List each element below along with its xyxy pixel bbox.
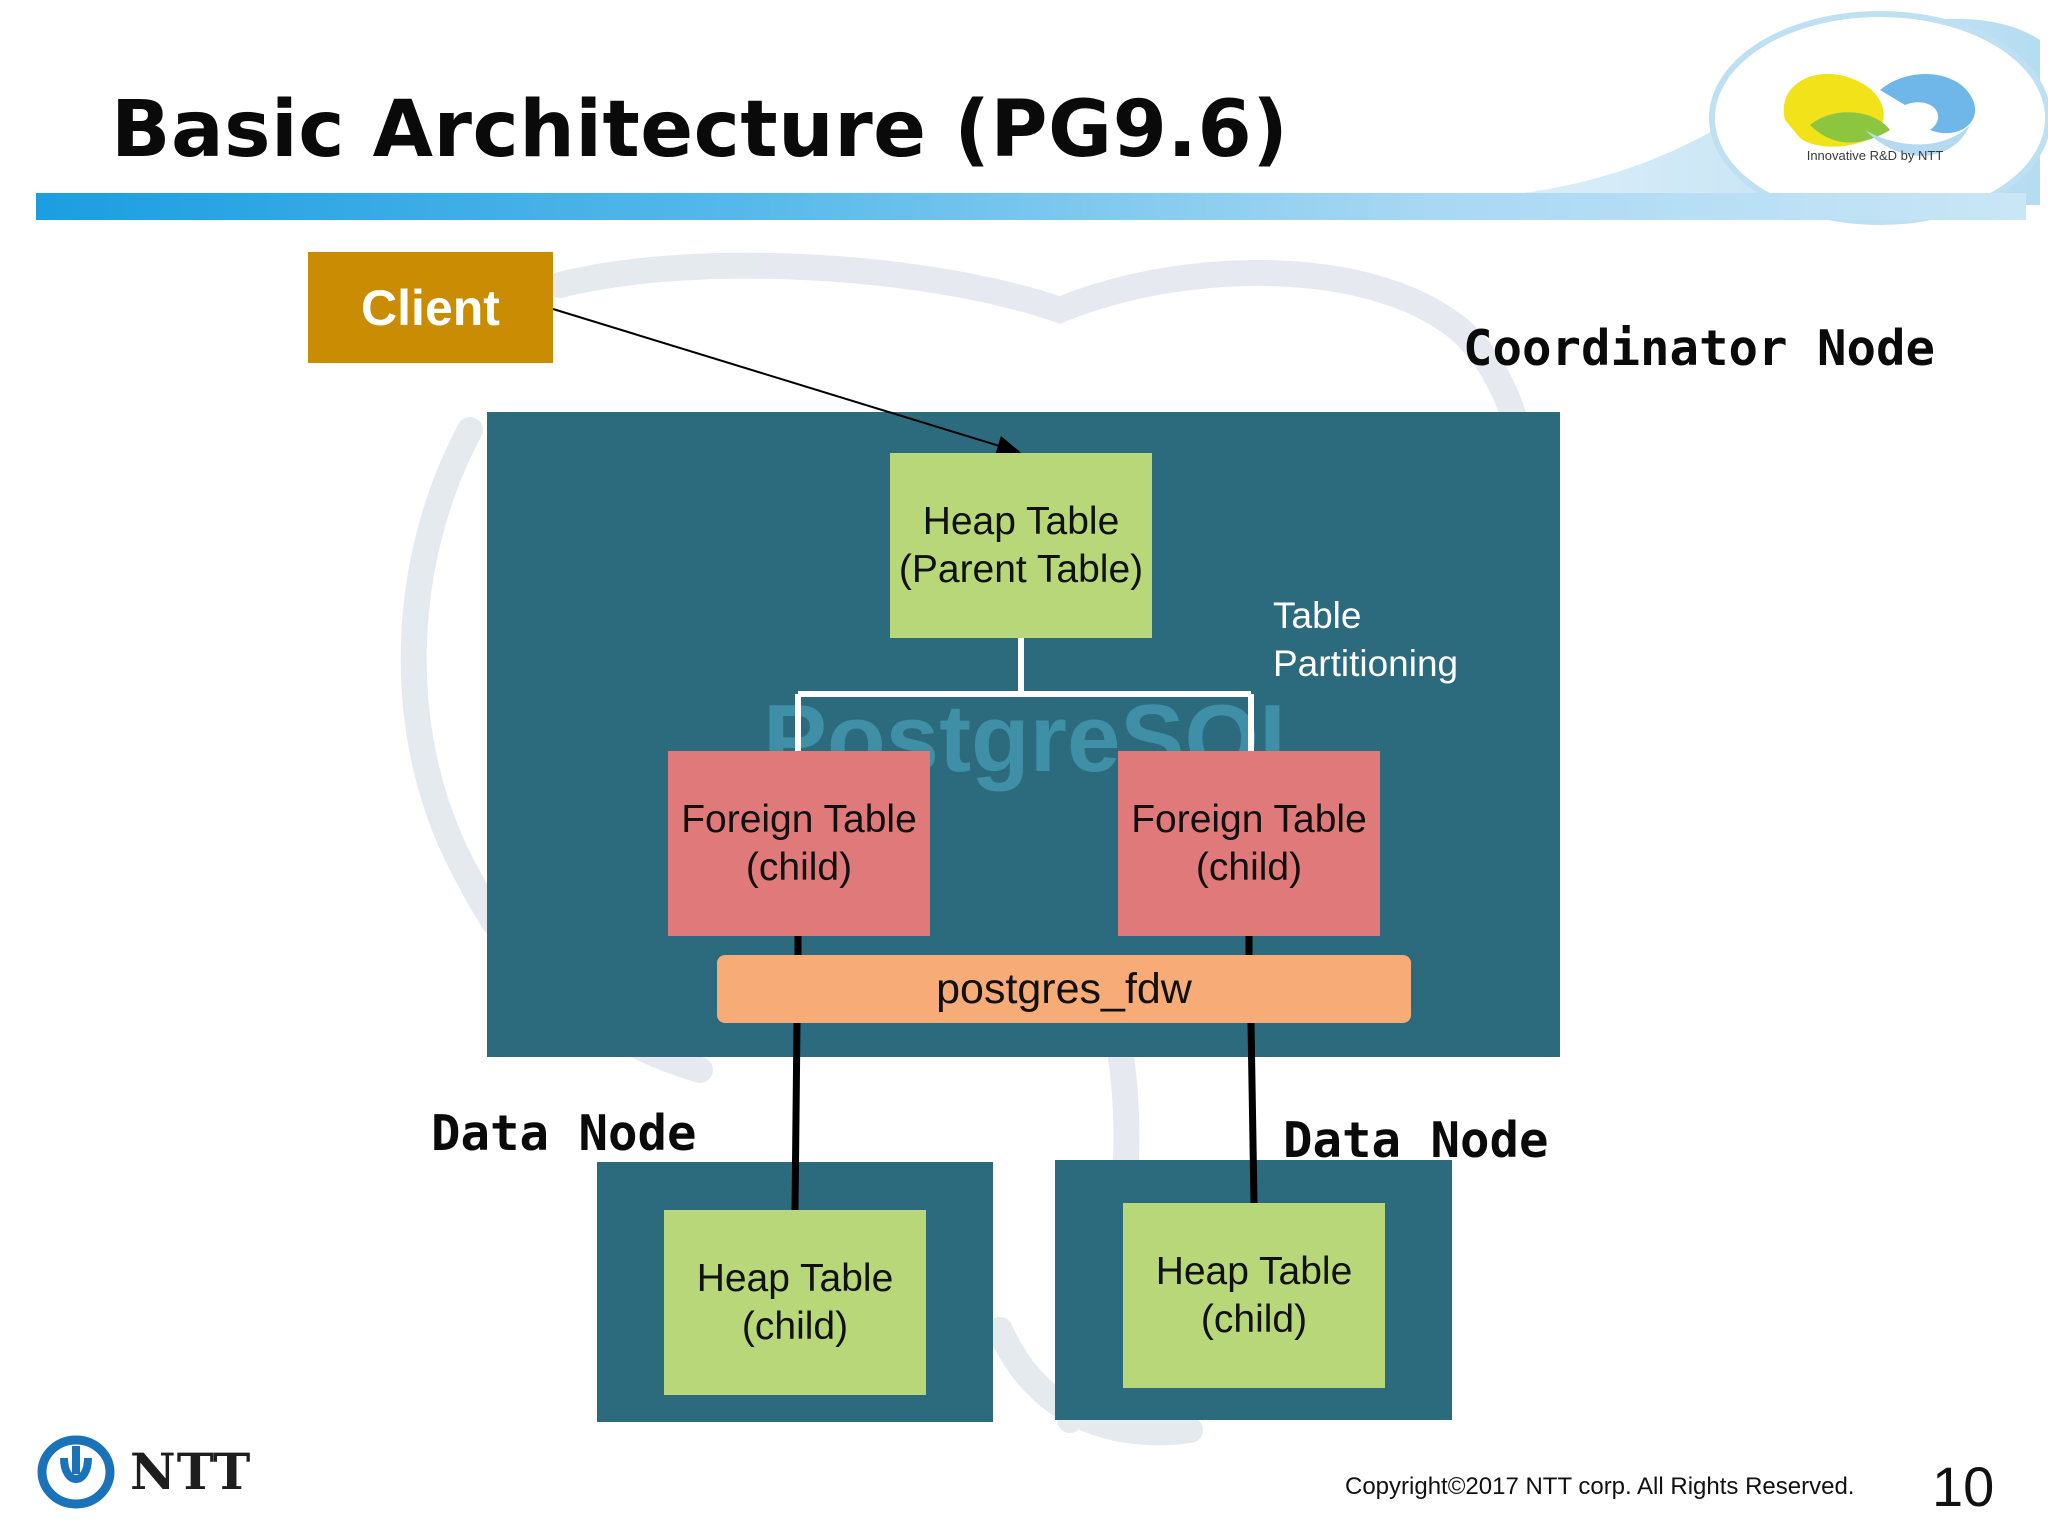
child-table-2-line1: Heap Table: [1155, 1249, 1353, 1293]
data-node-label-2: Data Node: [1283, 1112, 1549, 1169]
partition-label-line2: Partitioning: [1273, 643, 1459, 684]
slide-title: Basic Architecture (PG9.6): [111, 85, 1289, 175]
child-heap-table-box-1: Heap Table (child): [664, 1210, 926, 1395]
foreign-table-1-line1: Foreign Table: [681, 797, 917, 841]
fdw-connection-lines: [791, 936, 1258, 1211]
child-table-1-line2: (child): [741, 1304, 849, 1348]
client-box: Client: [308, 252, 553, 363]
ntt-rd-logo-icon: [1783, 73, 1976, 156]
data-node-label-1: Data Node: [431, 1105, 697, 1162]
table-partitioning-label: Table Partitioning: [1273, 592, 1458, 688]
ntt-logo-icon: [37, 1435, 115, 1509]
child-heap-table-box-2: Heap Table (child): [1123, 1203, 1385, 1388]
foreign-table-box-2: Foreign Table (child): [1118, 751, 1380, 936]
partition-tree-lines: [795, 638, 1254, 751]
parent-table-line1: Heap Table: [922, 499, 1120, 543]
child-table-1-line1: Heap Table: [696, 1256, 894, 1300]
brand-tagline: Innovative R&D by NTT: [1806, 148, 1944, 163]
page-number: 10: [1932, 1455, 1995, 1518]
child-table-2-line2: (child): [1200, 1297, 1308, 1341]
coordinator-node-label: Coordinator Node: [1463, 320, 1936, 377]
parent-table-line2: (Parent Table): [898, 547, 1144, 591]
foreign-table-2-line1: Foreign Table: [1131, 797, 1367, 841]
partition-label-line1: Table: [1273, 595, 1362, 636]
foreign-table-box-1: Foreign Table (child): [668, 751, 930, 936]
copyright-notice: Copyright©2017 NTT corp. All Rights Rese…: [1345, 1473, 1855, 1500]
client-to-parent-arrow: [552, 308, 1021, 456]
postgres-fdw-bar: postgres_fdw: [717, 955, 1411, 1023]
footer-brand: NTT: [130, 1442, 252, 1501]
foreign-table-1-line2: (child): [745, 845, 853, 889]
title-underline-bar: [36, 193, 2026, 220]
parent-heap-table-box: Heap Table (Parent Table): [890, 453, 1152, 638]
foreign-table-2-line2: (child): [1195, 845, 1303, 889]
